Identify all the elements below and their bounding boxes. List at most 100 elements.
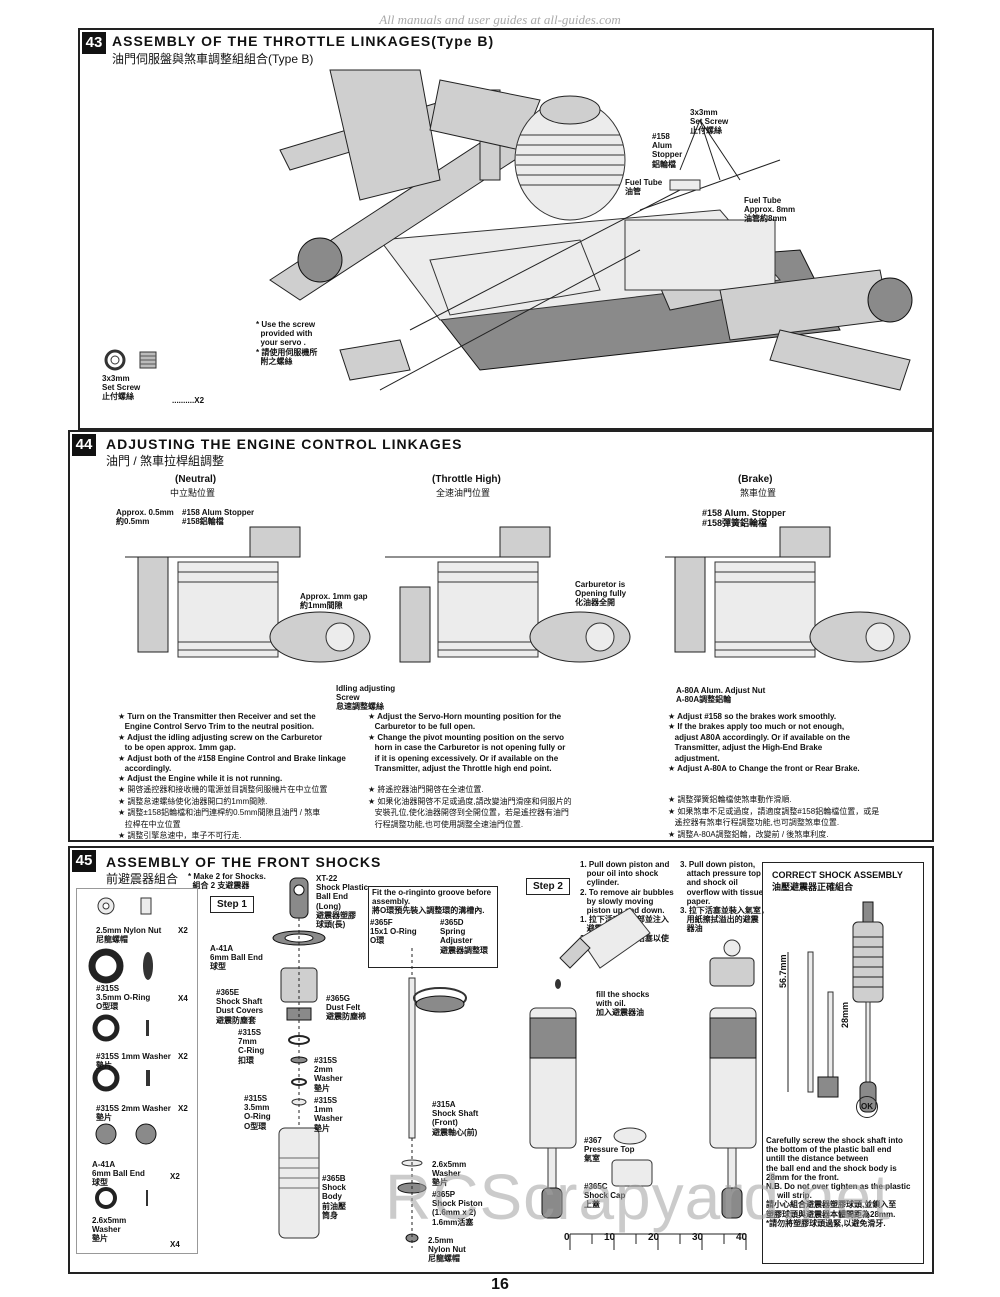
instruction-line: to be open approx. 1mm gap.	[118, 743, 236, 753]
step-2-label: Step 2	[526, 878, 570, 895]
chassis-drawing	[104, 69, 913, 391]
instruction-line: ★ 調整A-80A調整鋁輪，改變前 / 後煞車利度.	[668, 829, 829, 839]
dim-28: 28mm	[840, 1001, 850, 1028]
label-fuel-tube: Fuel Tube 油管	[625, 178, 663, 197]
section-title-zh: 油門伺服盤與煞車調整組組合(Type B)	[112, 52, 314, 66]
instructions-neutral: ★ Turn on the Transmitter then Receiver …	[118, 712, 368, 785]
instruction-line: if it is opening excessively. Or if avai…	[368, 753, 559, 763]
instructions-neutral-zh: ★ 開啓遙控器和接收機的電源並目調整伺服機片在中立位置 ★ 調整怠速螺絲使化油器開…	[118, 784, 368, 842]
parts-icons	[88, 897, 157, 1209]
instruction-line: Engine Control Servo Trim to the neutral…	[118, 722, 315, 732]
instruction-line: ★ Adjust #158 so the brakes work smoothl…	[668, 712, 837, 721]
parts-list	[76, 888, 198, 1254]
label-idle-screw: Idling adjusting Screw 怠速調整螺絲	[336, 684, 396, 712]
label-a41a: A-41A 6mm Ball End 球型	[210, 944, 263, 972]
page-number: 16	[491, 1276, 509, 1293]
label-carb-open: Carburetor is Opening fully 化油器全開	[575, 580, 627, 608]
label-2mm-washer: #315S 2mm Washer 墊片	[314, 1056, 343, 1093]
section-number: 43	[82, 32, 106, 54]
label-fill: fill the shocks with oil. 加入避震器油	[596, 990, 650, 1018]
section-title: ADJUSTING THE ENGINE CONTROL LINKAGES	[106, 436, 463, 452]
instruction-line: ★ 調整±158鋁輪檔和油門連桿約0.5mm間隙且油門 / 煞車	[118, 808, 321, 818]
part-oring: #315S 3.5mm O-Ring O型環	[96, 984, 151, 1012]
ruler	[569, 1233, 747, 1250]
ruler-tick-0: 0	[564, 1232, 570, 1243]
instruction-line: 遙控器有煞車行程調整功能,也可調整煞車位置.	[668, 818, 840, 828]
instruction-line: accordingly.	[118, 763, 172, 773]
label-xt22: XT-22 Shock Plastic Ball End (Long) 避震器塑…	[316, 874, 369, 929]
part-qty: ..........X2	[172, 396, 205, 405]
instr-attach-top: 3. Pull down piston, attach pressure top…	[680, 860, 769, 934]
instruction-line: ★ Change the pivot mounting position on …	[368, 732, 565, 742]
shaft-exploded	[397, 948, 427, 1248]
part-ball-end: A-41A 6mm Ball End 球型	[92, 1160, 145, 1188]
label-365g: #365G Dust Felt 避震防塵棉	[326, 994, 366, 1022]
label-neutral-stopper: #158 Alum Stopper #158鋁輪檔	[182, 508, 255, 527]
part-2mm-washer: #315S 2mm Washer 墊片	[96, 1104, 171, 1123]
instruction-line: Transmitter, adjust the Throttle high en…	[368, 763, 552, 773]
brake-heading: (Brake)	[738, 474, 773, 485]
instruction-line: ★ Adjust the Servo-Horn mounting positio…	[368, 712, 562, 721]
label-nylon-nut: 2.5mm Nylon Nut 尼龍螺帽	[428, 1236, 466, 1264]
label-365f: #365F 15x1 O-Ring O環	[370, 918, 417, 946]
instruction-line: adjustment.	[668, 753, 720, 763]
label-gap: Approx. 1mm gap 約1mm間隙	[300, 592, 368, 611]
brake-heading-zh: 煞車位置	[740, 488, 777, 498]
engine-drawings	[125, 526, 911, 663]
label-365p: #365P Shock Piston (1.6mm x 2) 1.6mm活塞	[432, 1190, 483, 1227]
label-365d: #365D Spring Adjuster 避震器調整環	[440, 918, 488, 955]
instruction-line: ★ 調整彈簧鋁輪檔使煞車動作滑順.	[668, 795, 792, 804]
label-setscrew-top: 3x3mm Set Screw 止付螺絲	[690, 108, 729, 136]
instruction-line: Carburetor to be full open.	[368, 722, 476, 732]
section-43: 43 ASSEMBLY OF THE THROTTLE LINKAGES(Typ…	[78, 28, 934, 430]
throttle-high-heading: (Throttle High)	[432, 474, 501, 485]
oring-fit-note: Fit the o-ringinto groove before assembl…	[372, 888, 492, 916]
part-nylon-nut-qty: X2	[178, 926, 188, 935]
label-367: #367 Pressure Top 氣室	[584, 1136, 635, 1164]
watermark: All manuals and user guides at all-guide…	[379, 12, 621, 27]
instructions-brake-zh: ★ 調整彈簧鋁輪檔使煞車動作滑順.★ 如果煞車不足或過度，請適度調整#158鋁輪…	[668, 794, 918, 840]
part-2mm-washer-qty: X2	[178, 1104, 188, 1113]
label-alum-stopper: #158 Alum Stopper 鋁輪檔	[652, 132, 683, 169]
careful-note: Carefully screw the shock shaft into the…	[766, 1136, 911, 1228]
section-title: ASSEMBLY OF THE FRONT SHOCKS	[106, 854, 382, 870]
section-title: ASSEMBLY OF THE THROTTLE LINKAGES(Type B…	[112, 33, 495, 49]
label-315a: #315A Shock Shaft (Front) 避震軸心(前)	[432, 1100, 479, 1137]
section-number: 44	[72, 434, 96, 456]
instruction-line: ★ 開啓遙控器和接收機的電源並目調整伺服機片在中立位置	[118, 785, 328, 794]
rcscrapyard-watermark: RCScrapyard.net	[385, 1161, 891, 1233]
label-brake-stopper: #158 Alum. Stopper #158彈簧鋁輪檔	[702, 508, 786, 529]
oring-fit-box	[368, 886, 498, 968]
label-fuel-tube-approx: Fuel Tube Approx. 8mm 油管約8mm	[744, 196, 796, 224]
instruction-line: ★ Adjust the idling adjusting screw on t…	[118, 732, 323, 742]
instruction-line: ★ 調整引擎怠速中，車子不可行走.	[118, 831, 242, 841]
ok-badge: OK	[856, 1096, 878, 1118]
instructions-brake: ★ Adjust #158 so the brakes work smoothl…	[668, 712, 918, 774]
step-1-label: Step 1	[210, 896, 254, 913]
part-oring-qty: X4	[178, 994, 188, 1003]
ruler-tick-30: 30	[692, 1232, 704, 1243]
part-ball-end-qty: X2	[170, 1172, 180, 1181]
part-1mm-washer: #315S 1mm Washer 墊片	[96, 1052, 171, 1071]
instruction-line: ★ If the brakes apply too much or not en…	[668, 722, 845, 732]
part-26-washer: 2.6x5mm Washer 墊片	[92, 1216, 127, 1244]
instruction-line: 拉桿在中立位置	[118, 819, 181, 829]
section-45: 45 ASSEMBLY OF THE FRONT SHOCKS 前避震器組合 *…	[68, 846, 934, 1274]
step2-shock-drawings	[529, 907, 757, 1219]
ruler-tick-10: 10	[604, 1232, 616, 1243]
correct-assembly-panel	[762, 862, 924, 1264]
section-44: 44 ADJUSTING THE ENGINE CONTROL LINKAGES…	[68, 430, 934, 842]
instruction-line: ★ Turn on the Transmitter then Receiver …	[118, 712, 316, 721]
label-1mm-washer: #315S 1mm Washer 墊片	[314, 1096, 343, 1133]
neutral-heading-zh: 中立點位置	[170, 488, 216, 498]
step1-shock-exploded	[272, 877, 326, 1239]
throttle-high-heading-zh: 全速油門位置	[436, 488, 491, 498]
instruction-line: ★ 如果化油器開啓不足或過度,請改變油門滑座和伺服片的	[368, 796, 572, 806]
part-nylon-nut: 2.5mm Nylon Nut 尼龍螺帽	[96, 926, 162, 945]
instructions-throttle-high: ★ Adjust the Servo-Horn mounting positio…	[368, 712, 618, 774]
instruction-line: ★ 調整怠速螺絲使化油器開口約1mm間隙.	[118, 796, 268, 806]
instruction-line: adjust A80A accordingly. Or if available…	[668, 732, 850, 742]
instruction-line: ★ Adjust both of the #158 Engine Control…	[118, 753, 346, 763]
instruction-line: Transmitter, adjust the High-End Brake	[668, 743, 823, 753]
correct-shock-drawing	[787, 901, 884, 1113]
